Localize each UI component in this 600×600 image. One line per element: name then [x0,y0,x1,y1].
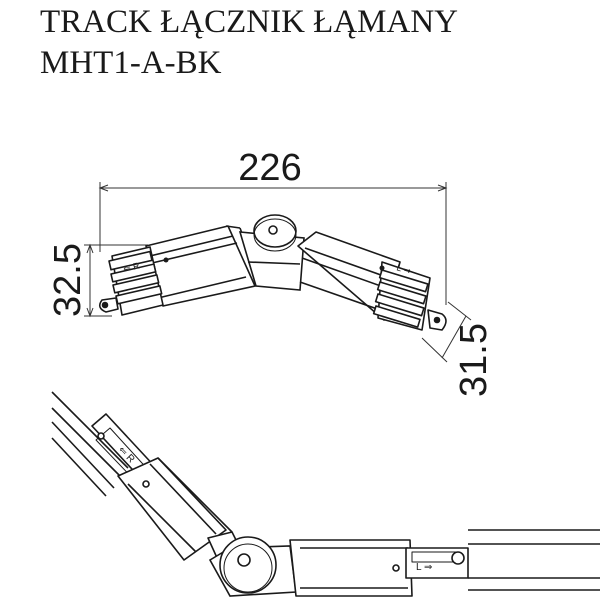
side-view-hinge [208,536,297,597]
hinge-pin [268,225,278,235]
extension-line-depth-b [447,301,472,321]
left-end-clip [98,297,119,313]
side-hinge-pin [237,553,251,567]
dimension-depth [421,301,472,363]
dimension-width [98,182,448,305]
product-code: MHT1-A-BK [40,45,222,81]
side-right-housing [289,539,413,597]
extension-line-depth-a [421,337,448,363]
center-hinge [238,214,305,291]
dimension-height [84,243,148,318]
dimension-height-label: 32.5 [47,243,89,317]
left-screw [163,257,169,263]
right-connector-arm [297,231,447,331]
side-view-right-track [289,529,600,597]
side-right-arrow-marking: L ⇒ [416,562,432,573]
side-view-left-track [51,391,243,561]
right-screw [379,265,385,271]
side-left-screw [142,480,150,488]
dimension-depth-label: 31.5 [453,323,495,397]
side-right-screw [392,564,400,572]
product-title: TRACK ŁĄCZNIK ŁĄMANY [40,4,458,40]
left-arrow-marking: ⇐ R [122,260,141,274]
right-arrow-marking: L ⇒ [395,262,412,276]
dimension-line-depth [441,315,467,359]
dimension-width-label: 226 [238,147,301,189]
